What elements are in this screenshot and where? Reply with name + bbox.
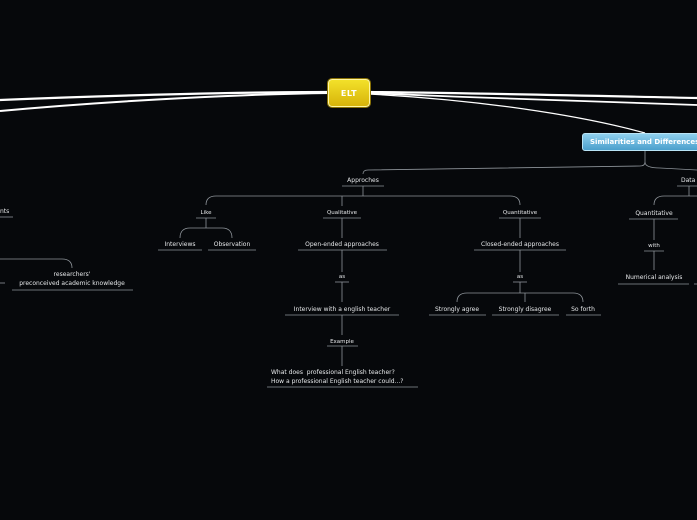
closed-ended-approaches-node[interactable]: Closed-ended approaches (481, 241, 559, 248)
quantitative-connector-label[interactable]: Quantitative (502, 210, 538, 216)
example-connector-label[interactable]: Example (330, 339, 354, 345)
with-connector-label[interactable]: with (648, 243, 660, 249)
researchers-knowledge-node[interactable]: researchers' preconceived academic knowl… (19, 271, 125, 287)
left-cut-label[interactable]: nts (0, 208, 10, 215)
quantitative-as-label[interactable]: as (516, 274, 524, 280)
observation-node[interactable]: Observation (213, 241, 251, 248)
numerical-analysis-node[interactable]: Numerical analysis (625, 274, 683, 281)
teacher-questions-node[interactable]: What does professional English teacher? … (271, 369, 404, 385)
interviews-node[interactable]: Interviews (164, 241, 196, 248)
data-node[interactable]: Data (681, 177, 696, 184)
like-connector-label[interactable]: Like (200, 210, 212, 216)
qualitative-connector-label[interactable]: Qualitative (326, 210, 358, 216)
root-topic-elt[interactable]: ELT (328, 79, 370, 107)
interview-english-teacher-node[interactable]: Interview with a english teacher (293, 306, 391, 313)
strongly-disagree-node[interactable]: Strongly disagree (498, 306, 552, 313)
approaches-node[interactable]: Approches (347, 177, 379, 184)
open-ended-approaches-node[interactable]: Open-ended approaches (305, 241, 379, 248)
qualitative-as-label[interactable]: as (338, 274, 346, 280)
so-forth-node[interactable]: So forth (571, 306, 595, 313)
main-topic-similarities-and-differences[interactable]: Similarities and Differences (582, 133, 697, 151)
data-quantitative-node[interactable]: Quantitative (635, 210, 673, 217)
strongly-agree-node[interactable]: Strongly agree (434, 306, 480, 313)
